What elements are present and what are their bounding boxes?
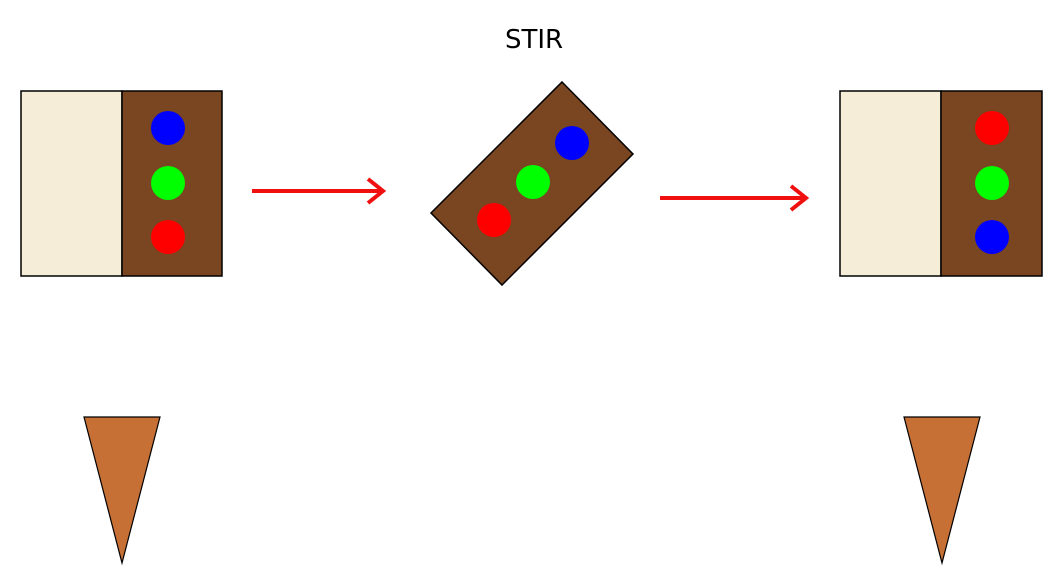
arrow-right-1 [252,177,387,205]
during-scoop-upper [555,126,589,160]
after-scoop-bottom [975,220,1009,254]
left-cone-icon [83,416,161,566]
after-cream-half [839,90,942,277]
before-block [20,90,223,277]
during-scoop-lower [477,203,511,237]
after-scoop-middle [975,166,1009,200]
before-cream-half [20,90,123,277]
after-scoop-top [975,111,1009,145]
during-scoop-middle [516,165,550,199]
before-scoop-top [151,111,185,145]
arrow-right-2 [660,184,810,212]
before-scoop-bottom [151,220,185,254]
after-block [839,90,1043,277]
before-scoop-middle [151,166,185,200]
step-label-stir: STIR [504,25,564,55]
right-cone-icon [903,416,981,566]
during-block [429,80,635,287]
